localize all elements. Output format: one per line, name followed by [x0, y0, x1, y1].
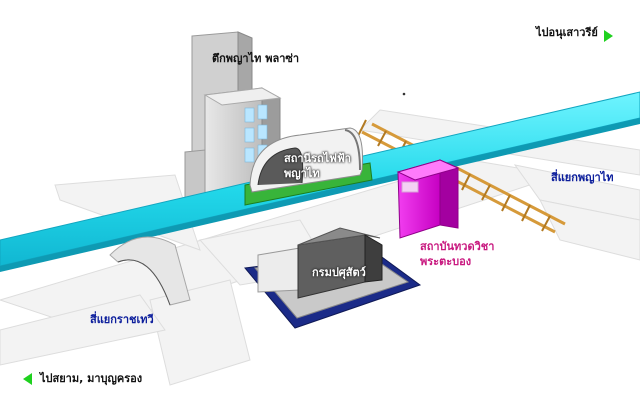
label-livestock-dept: กรมปศุสัตว์ — [312, 266, 366, 279]
label-phayathai-intersection: สี่แยกพญาไท — [551, 171, 614, 184]
label-building-plaza: ตึกพญาไท พลาซ่า — [212, 52, 300, 65]
arrow-left-icon — [23, 373, 32, 385]
phayathai-plaza-tower — [184, 31, 282, 208]
road-phayathai-right — [513, 164, 640, 221]
arrow-right-icon — [604, 30, 613, 42]
label-to-siam: ไปสยาม, มาบุญครอง — [40, 372, 143, 385]
label-ratchathewi-intersection: สี่แยกราชเทวี — [90, 313, 154, 326]
road-phayathai-right-2 — [539, 199, 640, 261]
label-to-victory-monument: ไปอนุเสาวรีย์ — [536, 26, 598, 39]
institute-building — [396, 159, 460, 239]
label-institute: สถาบันทวดวิชา พระตะบอง — [420, 240, 495, 268]
road-lower-left — [0, 294, 166, 366]
livestock-dept-building — [244, 227, 422, 329]
label-bts-station: สถานีรถไฟฟ้า พญาไท — [284, 152, 351, 180]
bts-station — [244, 127, 373, 206]
map-dot — [402, 92, 406, 96]
overpass-arch — [109, 236, 191, 306]
road-ratchathewi — [149, 279, 251, 386]
